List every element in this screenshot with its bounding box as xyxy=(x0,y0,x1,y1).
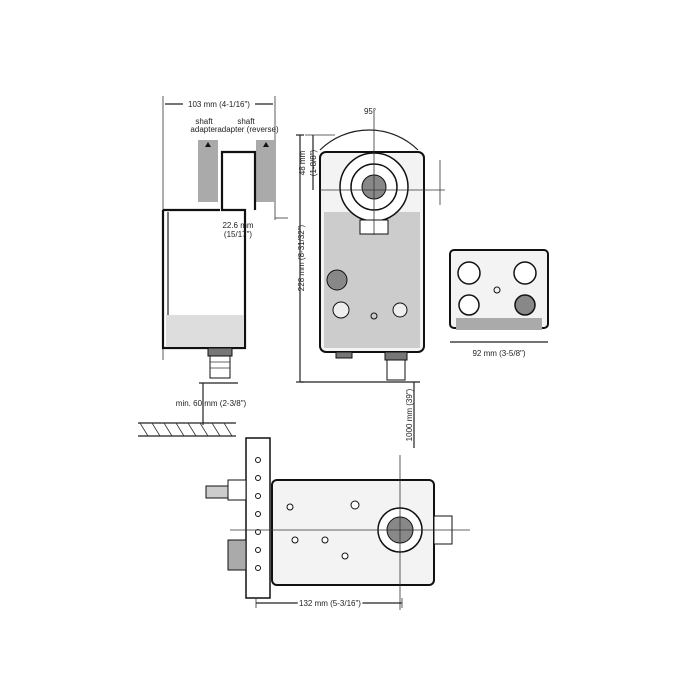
end-view: 92 mm (3-5/8") xyxy=(449,249,549,358)
rotation-angle-label: 95° xyxy=(364,107,376,116)
cable-length-label: 1000 mm (39") xyxy=(405,388,414,441)
side-view: 103 mm (4-1/16") shaft adapter shaft ada… xyxy=(138,96,288,437)
top-view: 132 mm (5-3/16") xyxy=(205,437,470,610)
front-view: 228 mm (8-31/32") 48 mm (1-8/8") 95° 100… xyxy=(296,107,445,448)
height-label: 228 mm (8-31/32") xyxy=(297,224,306,291)
shaft-adapter-label-1: shaft xyxy=(195,117,213,126)
shaft-adapter-reverse-label-1: shaft xyxy=(237,117,255,126)
adapter-depth-label-2: (15/17") xyxy=(224,230,253,239)
shaft-adapter-label-2: adapter xyxy=(190,125,217,134)
width-total-label: 103 mm (4-1/16") xyxy=(188,100,250,109)
shaft-offset-label-2: (1-8/8") xyxy=(309,149,318,176)
length-label: 132 mm (5-3/16") xyxy=(299,599,361,608)
min-clearance-label: min. 60 mm (2-3/8") xyxy=(176,399,247,408)
shaft-adapter-reverse-label-2: adapter (reverse) xyxy=(217,125,279,134)
depth-label: 92 mm (3-5/8") xyxy=(472,349,525,358)
adapter-depth-label-1: 22.6 mm xyxy=(222,221,253,230)
shaft-offset-label-1: 48 mm xyxy=(298,150,307,175)
